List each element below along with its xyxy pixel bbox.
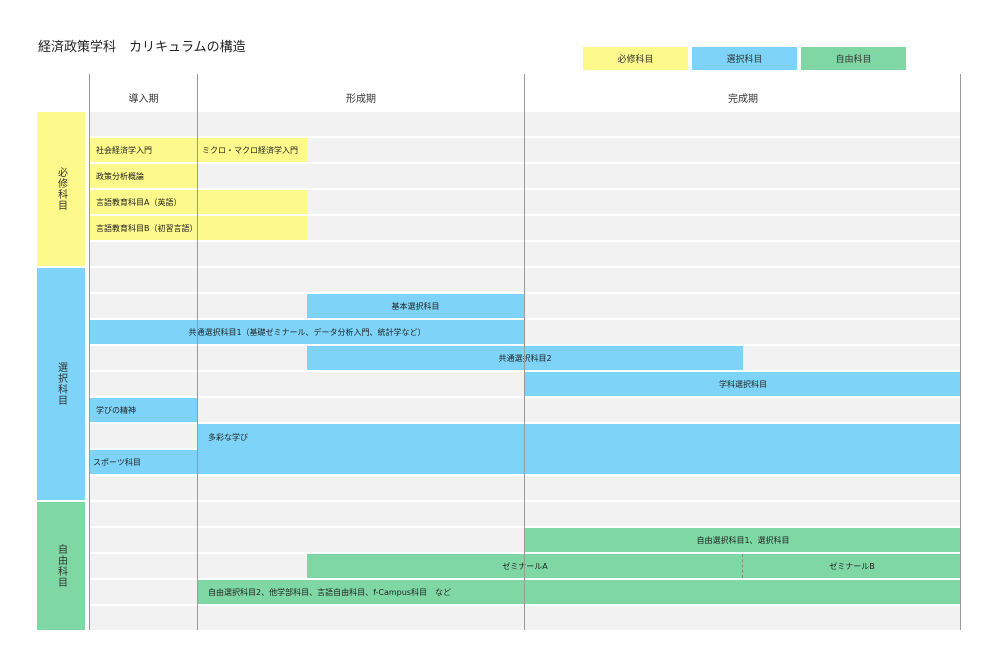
course-bar: 共通選択科目2 [307,346,743,370]
grid-line [197,74,198,630]
grid-row [90,268,961,292]
course-bar: 言語教育科目A（英語） [90,190,307,214]
phase-completion: 完成期 [728,94,758,105]
course-bar: 政策分析概論 [90,164,197,188]
grid-row [90,502,961,526]
course-bar: 学科選択科目 [525,372,961,396]
legend-required: 必修科目 [583,47,688,70]
course-bar: 社会経済学入門 [90,138,197,162]
grid-row [90,294,961,318]
divider [742,554,743,578]
grid-line [89,74,90,630]
legend-elective: 選択科目 [692,47,797,70]
course-bar: ゼミナールA [307,554,743,578]
category-free: 自由科目 [37,502,85,630]
course-bar: 学びの精神 [90,398,197,422]
category-elective: 選択科目 [37,268,85,500]
grid-row [90,164,961,188]
grid-line [524,74,525,630]
phase-formation: 形成期 [346,94,376,105]
course-bar: ミクロ・マクロ経済学入門 [198,138,307,162]
grid-row [90,606,961,630]
category-free-label: 自由科目 [55,544,67,588]
category-elective-label: 選択科目 [55,362,67,406]
grid-line [960,74,961,630]
course-bar: ゼミナールB [743,554,961,578]
legend-free: 自由科目 [801,47,906,70]
grid-row [90,242,961,266]
course-bar: 自由選択科目1、選択科目 [525,528,961,552]
category-required: 必修科目 [37,112,85,266]
category-required-label: 必修科目 [55,167,67,211]
course-bar: 言語教育科目B（初習言語） [90,216,307,240]
phase-intro: 導入期 [128,94,159,105]
page-title: 経済政策学科 カリキュラムの構造 [38,40,246,55]
course-bar: 基本選択科目 [307,294,524,318]
grid-row [90,112,961,136]
grid-row [90,476,961,500]
course-bar: 自由選択科目2、他学部科目、言語自由科目、f-Campus科目 など [198,580,961,604]
course-bar: スポーツ科目 [90,450,961,474]
grid-row [90,398,961,422]
course-bar: 共通選択科目1（基礎ゼミナール、データ分析入門、統計学など） [90,320,524,344]
